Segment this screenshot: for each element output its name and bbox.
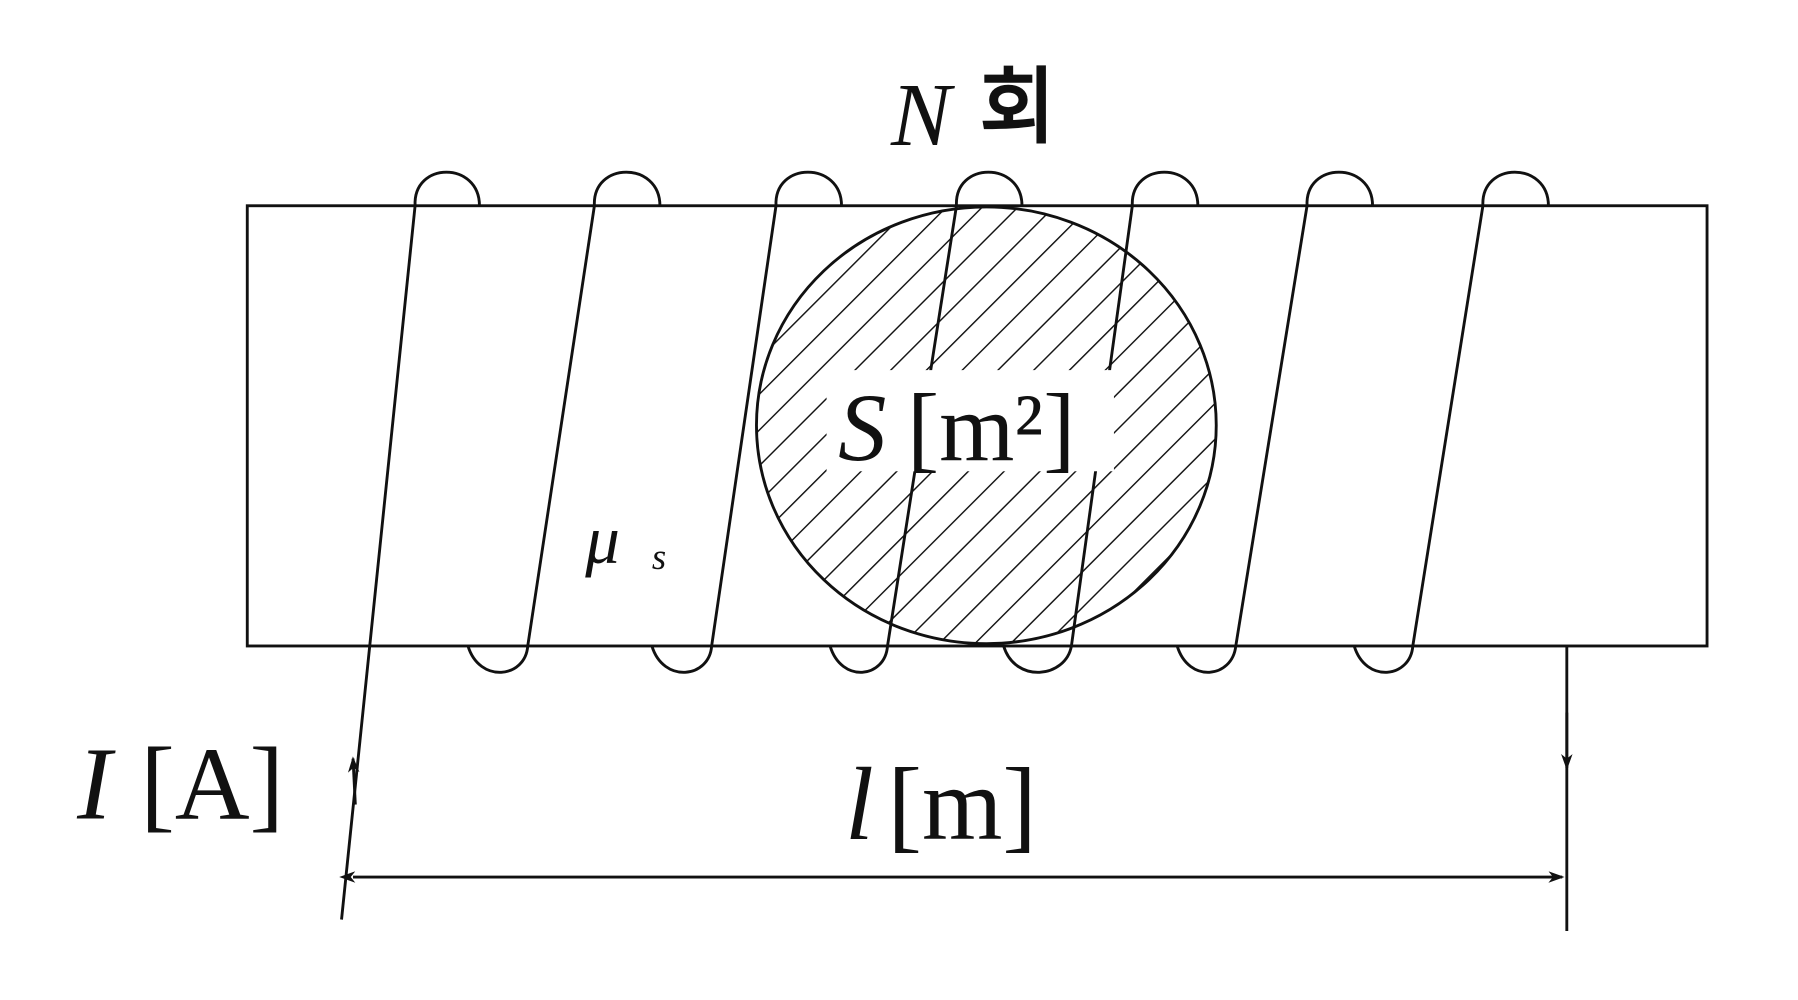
current-in-arrow: [347, 756, 360, 805]
turns-symbol: N: [890, 66, 955, 165]
permeability-subscript: s: [652, 536, 666, 577]
area-unit: [m²]: [907, 374, 1075, 481]
permeability-label: μ s: [584, 502, 666, 578]
coil-top-loops: [413, 170, 1550, 206]
length-label: l [m]: [845, 748, 1037, 862]
turns-unit: 회: [979, 62, 1055, 154]
turns-label: N 회: [890, 62, 1056, 165]
area-symbol: S: [838, 374, 886, 481]
area-label: S [m²]: [838, 374, 1075, 481]
current-label: I [A]: [76, 727, 284, 841]
length-symbol: l: [845, 748, 874, 862]
current-symbol: I: [76, 727, 116, 841]
permeability-symbol: μ: [584, 502, 620, 578]
coil-front-windings: [340, 205, 1485, 920]
length-unit: [m]: [888, 748, 1037, 862]
current-unit: [A]: [140, 727, 284, 841]
coil-bottom-loops: [466, 645, 1415, 674]
